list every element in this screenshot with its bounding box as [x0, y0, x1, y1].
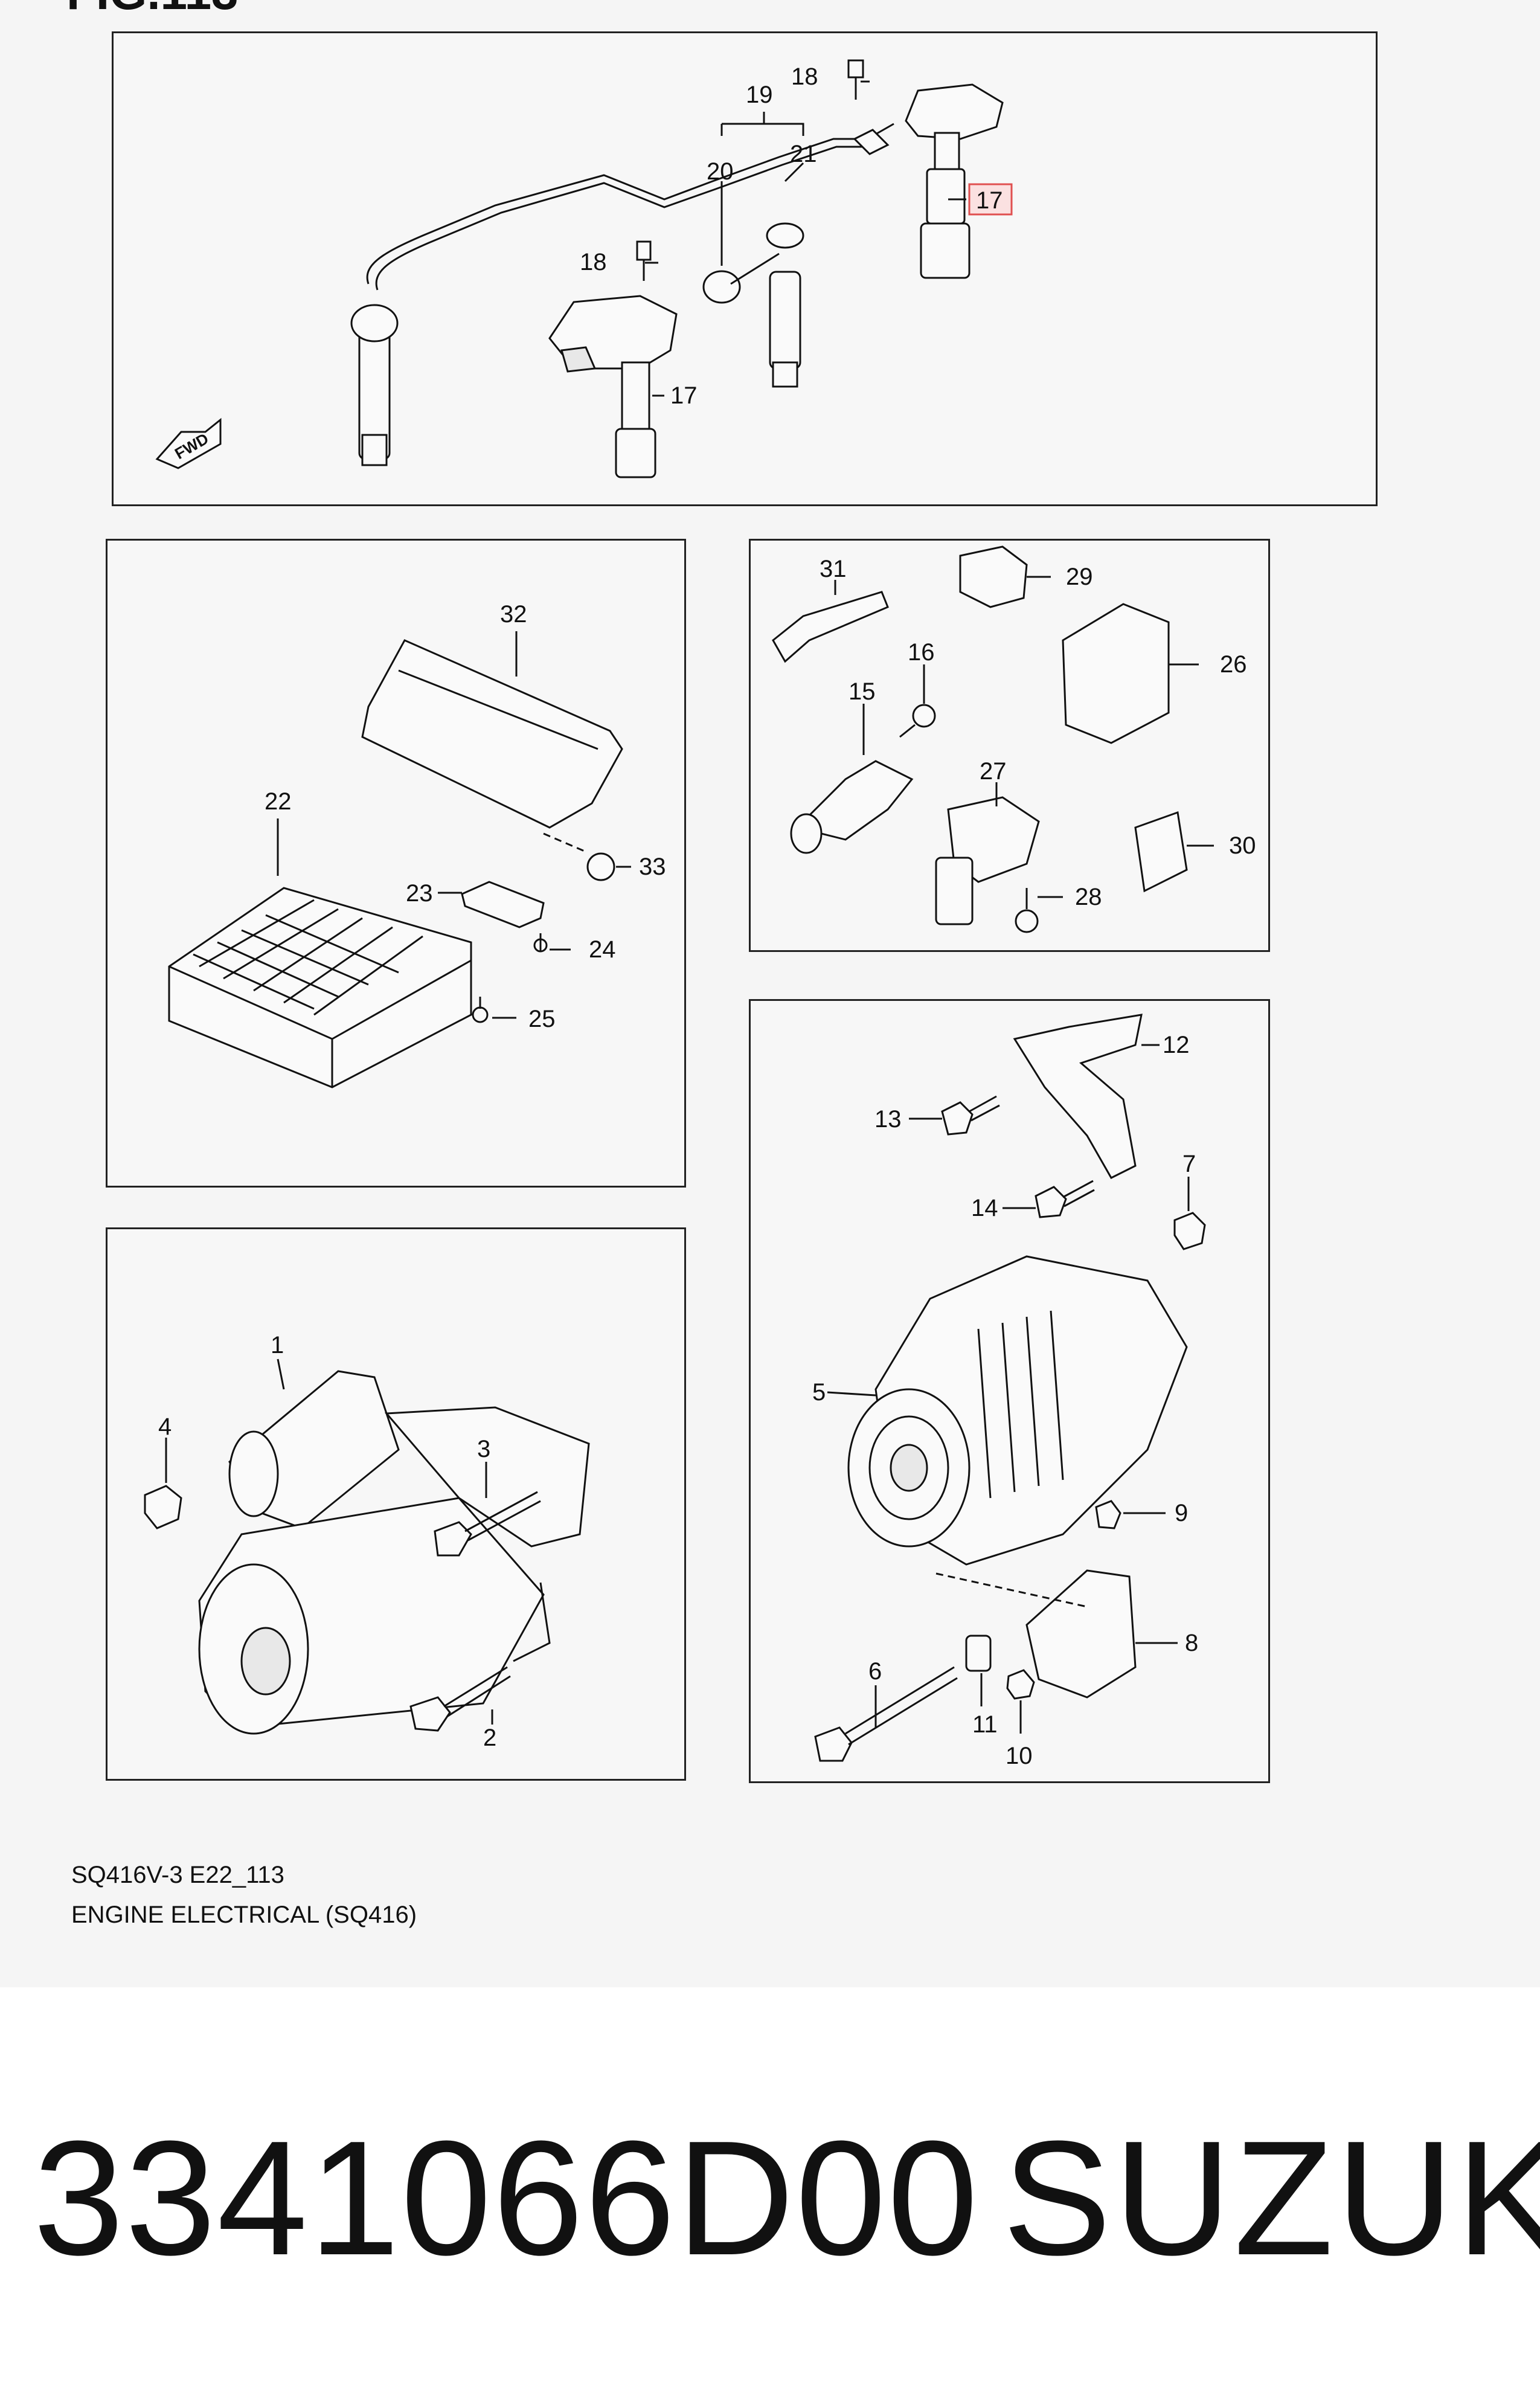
connector-21: [853, 129, 890, 155]
fwd-arrow-icon: FWD: [155, 417, 222, 469]
callout-9: 9: [1175, 1500, 1188, 1526]
callout-2: 2: [483, 1725, 496, 1751]
bolt-6: [814, 1666, 958, 1762]
callout-15: 15: [849, 678, 876, 705]
ecm-drawing: 32 22 33 23 24 25: [168, 601, 666, 1088]
bolt-3: [434, 1491, 541, 1557]
part-number: 3341066D00: [33, 2107, 980, 2289]
bolt-28: [1015, 888, 1039, 933]
bolt-18-front: [636, 240, 652, 281]
callout-23: 23: [406, 880, 433, 907]
callout-4: 4: [158, 1413, 172, 1440]
callout-5: 5: [812, 1379, 826, 1406]
bolt-16: [899, 704, 936, 738]
bolt-18-rear: [847, 59, 864, 100]
bracket-12: [1013, 1014, 1143, 1179]
callout-29: 29: [1066, 564, 1093, 590]
callout-25: 25: [528, 1006, 556, 1032]
nut-33: [586, 852, 615, 881]
sensor-31: [772, 591, 889, 663]
callout-28: 28: [1075, 884, 1102, 910]
callout-20: 20: [707, 158, 734, 185]
callout-19: 19: [746, 82, 773, 108]
ht-lead-long: [366, 138, 864, 285]
callout-17-rear: 17: [976, 187, 1003, 214]
relay-29: [959, 545, 1028, 608]
callout-32: 32: [500, 601, 527, 628]
nut-7: [1173, 1212, 1206, 1250]
callout-24: 24: [589, 936, 616, 963]
callout-22: 22: [265, 788, 292, 815]
bracket-23: [461, 881, 545, 928]
sensors-drawing: 31 29 16 26 15 27 30 28: [772, 545, 1256, 933]
alternator-drawing: 12 13 7 14 5 9 8 6 11 10: [812, 1014, 1206, 1769]
callout-10: 10: [1006, 1743, 1033, 1769]
callout-13: 13: [874, 1106, 902, 1133]
callout-3: 3: [477, 1436, 490, 1462]
callout-17-front: 17: [670, 382, 698, 409]
bracket-8: [1025, 1569, 1137, 1699]
relay-26: [1062, 603, 1170, 744]
callout-14: 14: [971, 1195, 998, 1221]
screw-25: [472, 997, 489, 1023]
bolt-14: [1035, 1180, 1095, 1218]
callout-30: 30: [1229, 832, 1256, 859]
callout-12: 12: [1163, 1032, 1190, 1058]
callout-18-rear: 18: [791, 63, 818, 90]
figure-label: FIG.113: [66, 0, 239, 21]
callout-1: 1: [271, 1332, 284, 1358]
cap-20: [702, 222, 804, 388]
callout-7: 7: [1182, 1151, 1196, 1177]
ignition-coil-rear: [857, 83, 1004, 279]
pad-30: [1134, 811, 1188, 893]
nut-10: [1006, 1669, 1035, 1700]
callout-11: 11: [972, 1711, 998, 1738]
bolt-9: [1095, 1500, 1121, 1529]
sensor-15: [795, 760, 914, 841]
ignition-drawing: FWD: [155, 59, 1013, 478]
callout-27: 27: [980, 758, 1007, 785]
nut-4: [144, 1485, 182, 1529]
starter-drawing: 1 4 3 2: [144, 1332, 590, 1751]
callout-21: 21: [790, 141, 817, 167]
callout-31: 31: [820, 556, 847, 582]
callout-8: 8: [1185, 1630, 1198, 1656]
parts-diagram: FWD: [144, 59, 1256, 1769]
heat-shield-32: [361, 639, 623, 829]
diagram-code: SQ416V-3 E22_113: [71, 1862, 284, 1888]
ignition-coil-front: [548, 295, 678, 478]
callout-16: 16: [908, 639, 935, 666]
brand-name: SUZUKI: [1003, 2107, 1540, 2289]
callout-26: 26: [1220, 651, 1247, 678]
spacer-11: [965, 1635, 992, 1672]
panel-ignition: [112, 31, 1378, 506]
bolt-2: [409, 1666, 511, 1732]
screw-24: [533, 933, 548, 953]
callout-6: 6: [868, 1658, 882, 1685]
highlight-box-17: [968, 183, 1013, 216]
diagram-title: ENGINE ELECTRICAL (SQ416): [71, 1902, 417, 1928]
callout-18-front: 18: [580, 249, 607, 275]
bolt-13: [941, 1095, 1000, 1136]
callout-33: 33: [639, 854, 666, 880]
